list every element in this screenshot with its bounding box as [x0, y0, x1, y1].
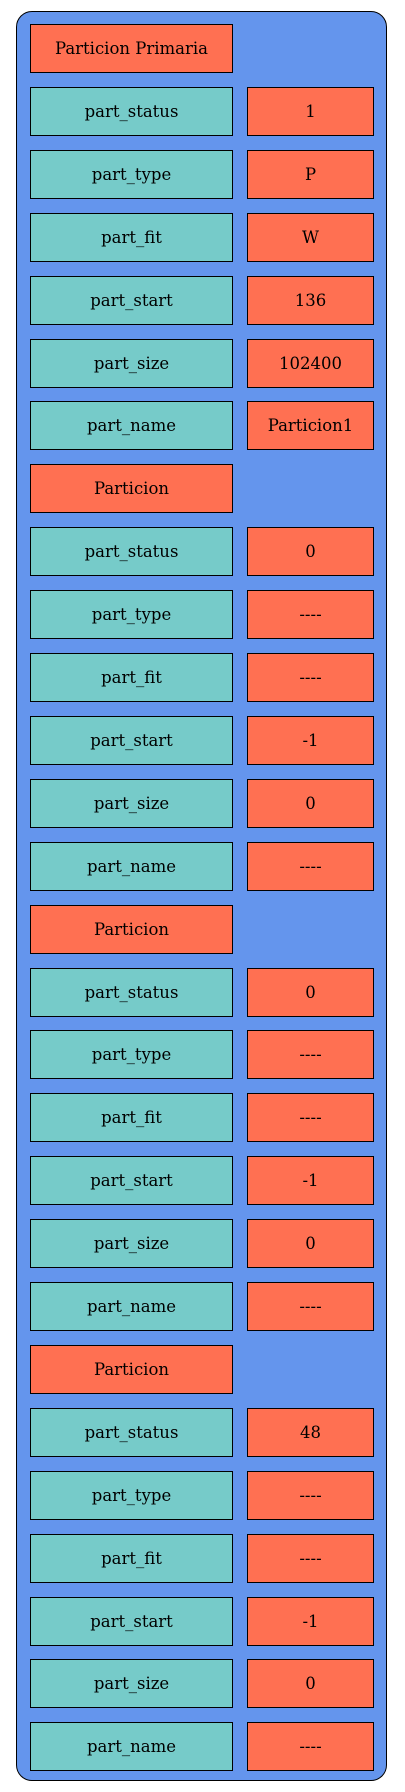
field-value-part-name: ----	[247, 1282, 374, 1331]
field-value-part-fit: ----	[247, 1093, 374, 1143]
field-value-part-start: -1	[247, 1596, 374, 1646]
partition-header: Particion	[30, 464, 233, 514]
field-value-part-name: ----	[247, 1722, 374, 1772]
field-key-part-name: part_name	[30, 1722, 233, 1772]
field-value-part-size: 0	[247, 1219, 374, 1269]
field-key-part-fit: part_fit	[30, 212, 233, 262]
field-key-part-start: part_start	[30, 275, 233, 325]
field-key-part-type: part_type	[30, 1030, 233, 1080]
field-value-part-size: 0	[247, 1659, 374, 1709]
partition-header: Particion	[30, 904, 233, 954]
field-key-part-size: part_size	[30, 338, 233, 388]
field-key-part-size: part_size	[30, 1659, 233, 1709]
field-value-part-type: ----	[247, 1470, 374, 1520]
field-value-part-status: 48	[247, 1407, 374, 1457]
field-key-part-status: part_status	[30, 967, 233, 1017]
field-value-part-fit: ----	[247, 653, 374, 702]
field-key-part-name: part_name	[30, 401, 233, 451]
field-key-part-fit: part_fit	[30, 1533, 233, 1583]
field-value-part-name: ----	[247, 841, 374, 891]
field-key-part-status: part_status	[30, 86, 233, 136]
field-key-part-name: part_name	[30, 841, 233, 891]
field-key-part-type: part_type	[30, 149, 233, 199]
partition-header-primary: Particion Primaria	[30, 24, 233, 73]
field-value-part-type: ----	[247, 590, 374, 640]
field-key-part-status: part_status	[30, 527, 233, 577]
field-key-part-name: part_name	[30, 1282, 233, 1331]
field-value-part-start: -1	[247, 715, 374, 765]
field-value-part-size: 0	[247, 778, 374, 828]
field-key-part-fit: part_fit	[30, 1093, 233, 1143]
field-value-part-fit: ----	[247, 1533, 374, 1583]
field-key-part-type: part_type	[30, 1470, 233, 1520]
partition-header: Particion	[30, 1344, 233, 1394]
field-key-part-start: part_start	[30, 715, 233, 765]
field-key-part-start: part_start	[30, 1156, 233, 1206]
field-value-part-type: P	[247, 149, 374, 199]
field-value-part-size: 102400	[247, 338, 374, 388]
field-value-part-fit: W	[247, 212, 374, 262]
field-key-part-fit: part_fit	[30, 653, 233, 702]
field-value-part-status: 0	[247, 967, 374, 1017]
field-value-part-status: 0	[247, 527, 374, 577]
field-key-part-size: part_size	[30, 778, 233, 828]
field-key-part-size: part_size	[30, 1219, 233, 1269]
field-key-part-status: part_status	[30, 1407, 233, 1457]
field-value-part-status: 1	[247, 86, 374, 136]
field-value-part-type: ----	[247, 1030, 374, 1080]
field-key-part-start: part_start	[30, 1596, 233, 1646]
field-value-part-name: Particion1	[247, 401, 374, 451]
field-key-part-type: part_type	[30, 590, 233, 640]
field-value-part-start: -1	[247, 1156, 374, 1206]
field-value-part-start: 136	[247, 275, 374, 325]
